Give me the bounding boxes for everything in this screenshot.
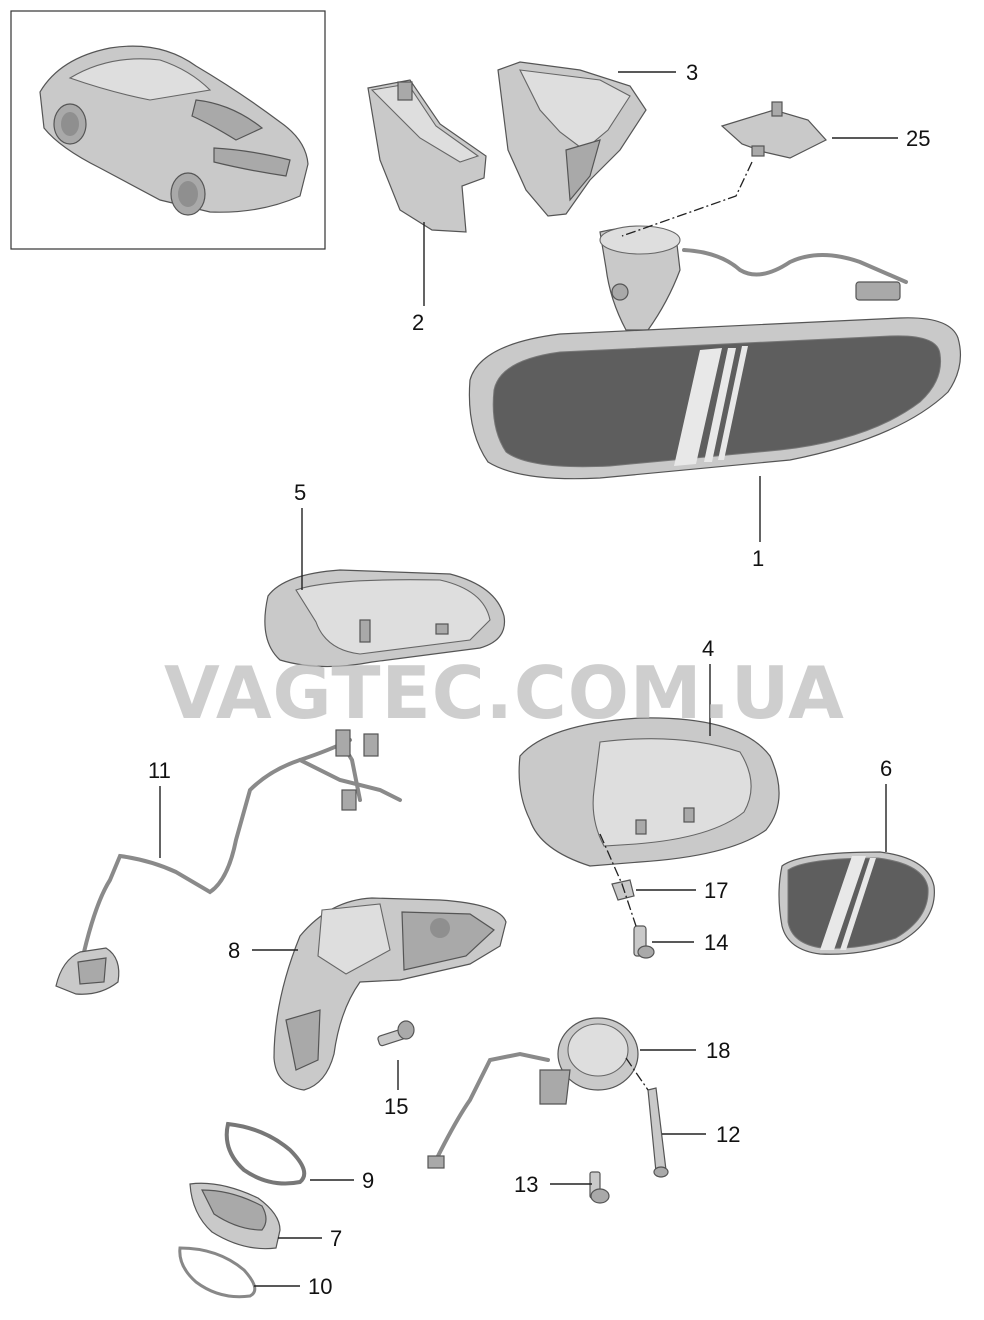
callout-14: 14	[704, 930, 728, 955]
callout-15: 15	[384, 1094, 408, 1119]
callout-17: 17	[704, 878, 728, 903]
callout-11: 11	[148, 758, 171, 783]
callout-8: 8	[228, 938, 240, 963]
callout-10: 10	[308, 1274, 332, 1299]
callout-7: 7	[330, 1226, 342, 1251]
part-13-screw	[589, 1171, 610, 1204]
part-7-mirror-base	[189, 1182, 281, 1250]
part-1-interior-mirror	[468, 225, 961, 480]
callout-4: 4	[702, 636, 714, 661]
callout-labels: 3 25 2 1 5 4 6 11 17 14 8 18 15 12 13 9 …	[148, 60, 930, 1299]
part-12-screw	[647, 1087, 669, 1178]
part-25-bracket	[720, 101, 827, 159]
callout-3: 3	[686, 60, 698, 85]
callout-12: 12	[716, 1122, 740, 1147]
part-6-mirror-glass	[778, 851, 935, 955]
part-5-mirror-cap	[264, 569, 506, 668]
part-18-adjustment-motor	[427, 1017, 639, 1169]
watermark: VAGTEC.COM.UA	[164, 651, 845, 735]
part-17-clip	[611, 879, 635, 901]
callout-2: 2	[412, 310, 424, 335]
part-11-wiring-harness	[55, 729, 402, 995]
part-9-gasket	[224, 1121, 307, 1186]
vehicle-thumbnail	[10, 10, 326, 250]
callout-1: 1	[752, 546, 764, 571]
leader-lines	[159, 71, 898, 1287]
callout-13: 13	[514, 1172, 538, 1197]
part-2-trim-cover	[367, 79, 487, 233]
callout-5: 5	[294, 480, 306, 505]
part-8-mirror-motor	[273, 897, 507, 1091]
callout-25: 25	[906, 126, 930, 151]
part-10-gasket	[178, 1246, 257, 1299]
part-14-screw	[633, 925, 655, 959]
part-4-mirror-housing	[518, 717, 780, 867]
part-3-upper-cover	[497, 61, 647, 217]
callout-18: 18	[706, 1038, 730, 1063]
part-15-bolt	[377, 1020, 415, 1047]
callout-6: 6	[880, 756, 892, 781]
callout-9: 9	[362, 1168, 374, 1193]
